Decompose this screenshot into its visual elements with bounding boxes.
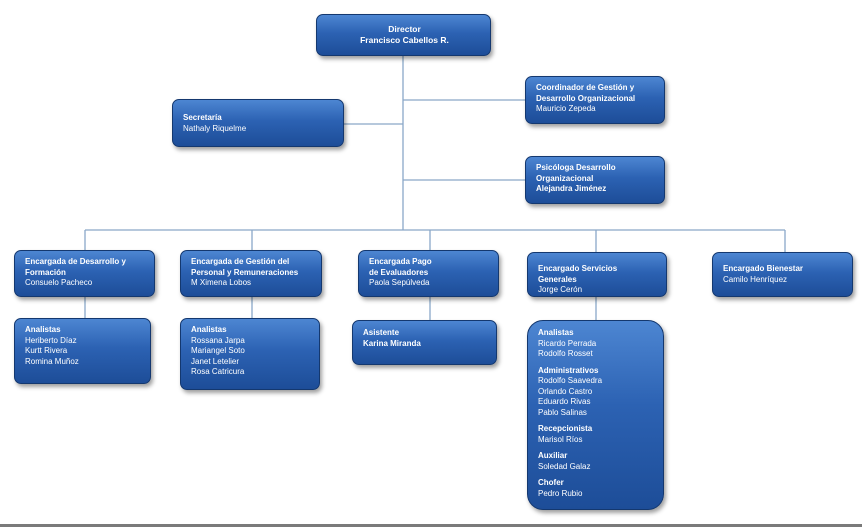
director-name: Francisco Cabellos R. <box>360 34 449 45</box>
team-gestion-box: Analistas Rossana Jarpa Mariangel Soto J… <box>180 318 320 390</box>
dept-pago-box: Encargada Pago de Evaluadores Paola Sepú… <box>358 250 499 297</box>
coordinador-title-line2: Desarrollo Organizacional <box>536 93 636 103</box>
psicologa-name: Alejandra Jiménez <box>536 184 607 193</box>
dept-servicios-box: Encargado Servicios Generales Jorge Ceró… <box>527 252 667 297</box>
dept-title-line1: Encargada de Desarrollo y <box>25 257 126 266</box>
director-title: Director <box>388 24 421 34</box>
group-recepcionista: Recepcionista Marisol Ríos <box>538 424 655 445</box>
team-member: Karina Miranda <box>363 338 421 348</box>
coordinador-box: Coordinador de Gestión y Desarrollo Orga… <box>525 76 665 124</box>
team-member: Marisol Ríos <box>538 434 583 444</box>
team-member: Heriberto Díaz <box>25 335 77 345</box>
team-member: Rosa Catricura <box>191 367 245 376</box>
coordinador-title-line1: Coordinador de Gestión y <box>536 83 635 92</box>
dept-title-line2: Formación <box>25 267 66 277</box>
psicologa-box: Psicóloga Desarrollo Organizacional Alej… <box>525 156 665 204</box>
team-member: Rodolfo Rosset <box>538 349 593 358</box>
bottom-border <box>0 524 862 527</box>
group-auxiliar: Auxiliar Soledad Galaz <box>538 451 655 472</box>
team-member: Romina Muñoz <box>25 356 79 366</box>
director-box: Director Francisco Cabellos R. <box>316 14 491 56</box>
team-servicios-box: Analistas Ricardo Perrada Rodolfo Rosset… <box>527 320 664 510</box>
psicologa-title-line1: Psicóloga Desarrollo <box>536 163 616 172</box>
team-member: Ricardo Perrada <box>538 338 597 348</box>
team-heading: Analistas <box>191 325 227 334</box>
group-administrativos: Administrativos Rodolfo Saavedra Orlando… <box>538 366 655 419</box>
team-member: Rodolfo Saavedra <box>538 376 603 385</box>
team-member: Kurtt Rivera <box>25 346 68 355</box>
team-desarrollo-box: Analistas Heriberto Díaz Kurtt Rivera Ro… <box>14 318 151 384</box>
dept-head-name: Consuelo Pacheco <box>25 278 93 287</box>
group-heading: Auxiliar <box>538 451 568 460</box>
psicologa-title-line2: Organizacional <box>536 173 594 183</box>
team-heading: Asistente <box>363 328 400 337</box>
dept-title-line1: Encargado Bienestar <box>723 264 804 273</box>
team-member: Rossana Jarpa <box>191 335 245 345</box>
dept-head-name: Camilo Henríquez <box>723 274 788 284</box>
group-heading: Chofer <box>538 478 564 487</box>
team-member: Orlando Castro <box>538 386 593 396</box>
team-heading: Analistas <box>25 325 61 334</box>
team-member: Janet Letelier <box>191 356 240 366</box>
secretaria-box: Secretaría Nathaly Riquelme <box>172 99 344 147</box>
team-member: Pablo Salinas <box>538 407 587 417</box>
dept-desarrollo-box: Encargada de Desarrollo y Formación Cons… <box>14 250 155 297</box>
group-heading: Administrativos <box>538 365 599 375</box>
group-chofer: Chofer Pedro Rubio <box>538 478 655 499</box>
team-member: Eduardo Rivas <box>538 397 591 406</box>
group-analistas: Analistas Ricardo Perrada Rodolfo Rosset <box>538 328 655 360</box>
group-heading: Recepcionista <box>538 424 593 433</box>
dept-title-line1: Encargado Servicios Generales <box>538 264 618 284</box>
dept-head-name: Paola Sepúlveda <box>369 278 430 287</box>
dept-gestion-box: Encargada de Gestión del Personal y Remu… <box>180 250 322 297</box>
dept-title-line2: Personal y Remuneraciones <box>191 267 299 277</box>
team-member: Mariangel Soto <box>191 346 245 355</box>
team-member: Soledad Galaz <box>538 461 591 471</box>
secretaria-title: Secretaría <box>183 113 222 122</box>
secretaria-name: Nathaly Riquelme <box>183 123 247 133</box>
dept-title-line2: de Evaluadores <box>369 267 429 277</box>
dept-bienestar-box: Encargado Bienestar Camilo Henríquez <box>712 252 853 297</box>
group-heading: Analistas <box>538 328 574 337</box>
team-member: Pedro Rubio <box>538 488 583 498</box>
dept-title-line1: Encargada Pago <box>369 257 432 266</box>
team-pago-box: Asistente Karina Miranda <box>352 320 497 365</box>
dept-head-name: M Ximena Lobos <box>191 278 252 287</box>
coordinador-name: Mauricio Zepeda <box>536 104 596 113</box>
dept-head-name: Jorge Cerón <box>538 285 583 294</box>
dept-title-line1: Encargada de Gestión del <box>191 257 290 266</box>
